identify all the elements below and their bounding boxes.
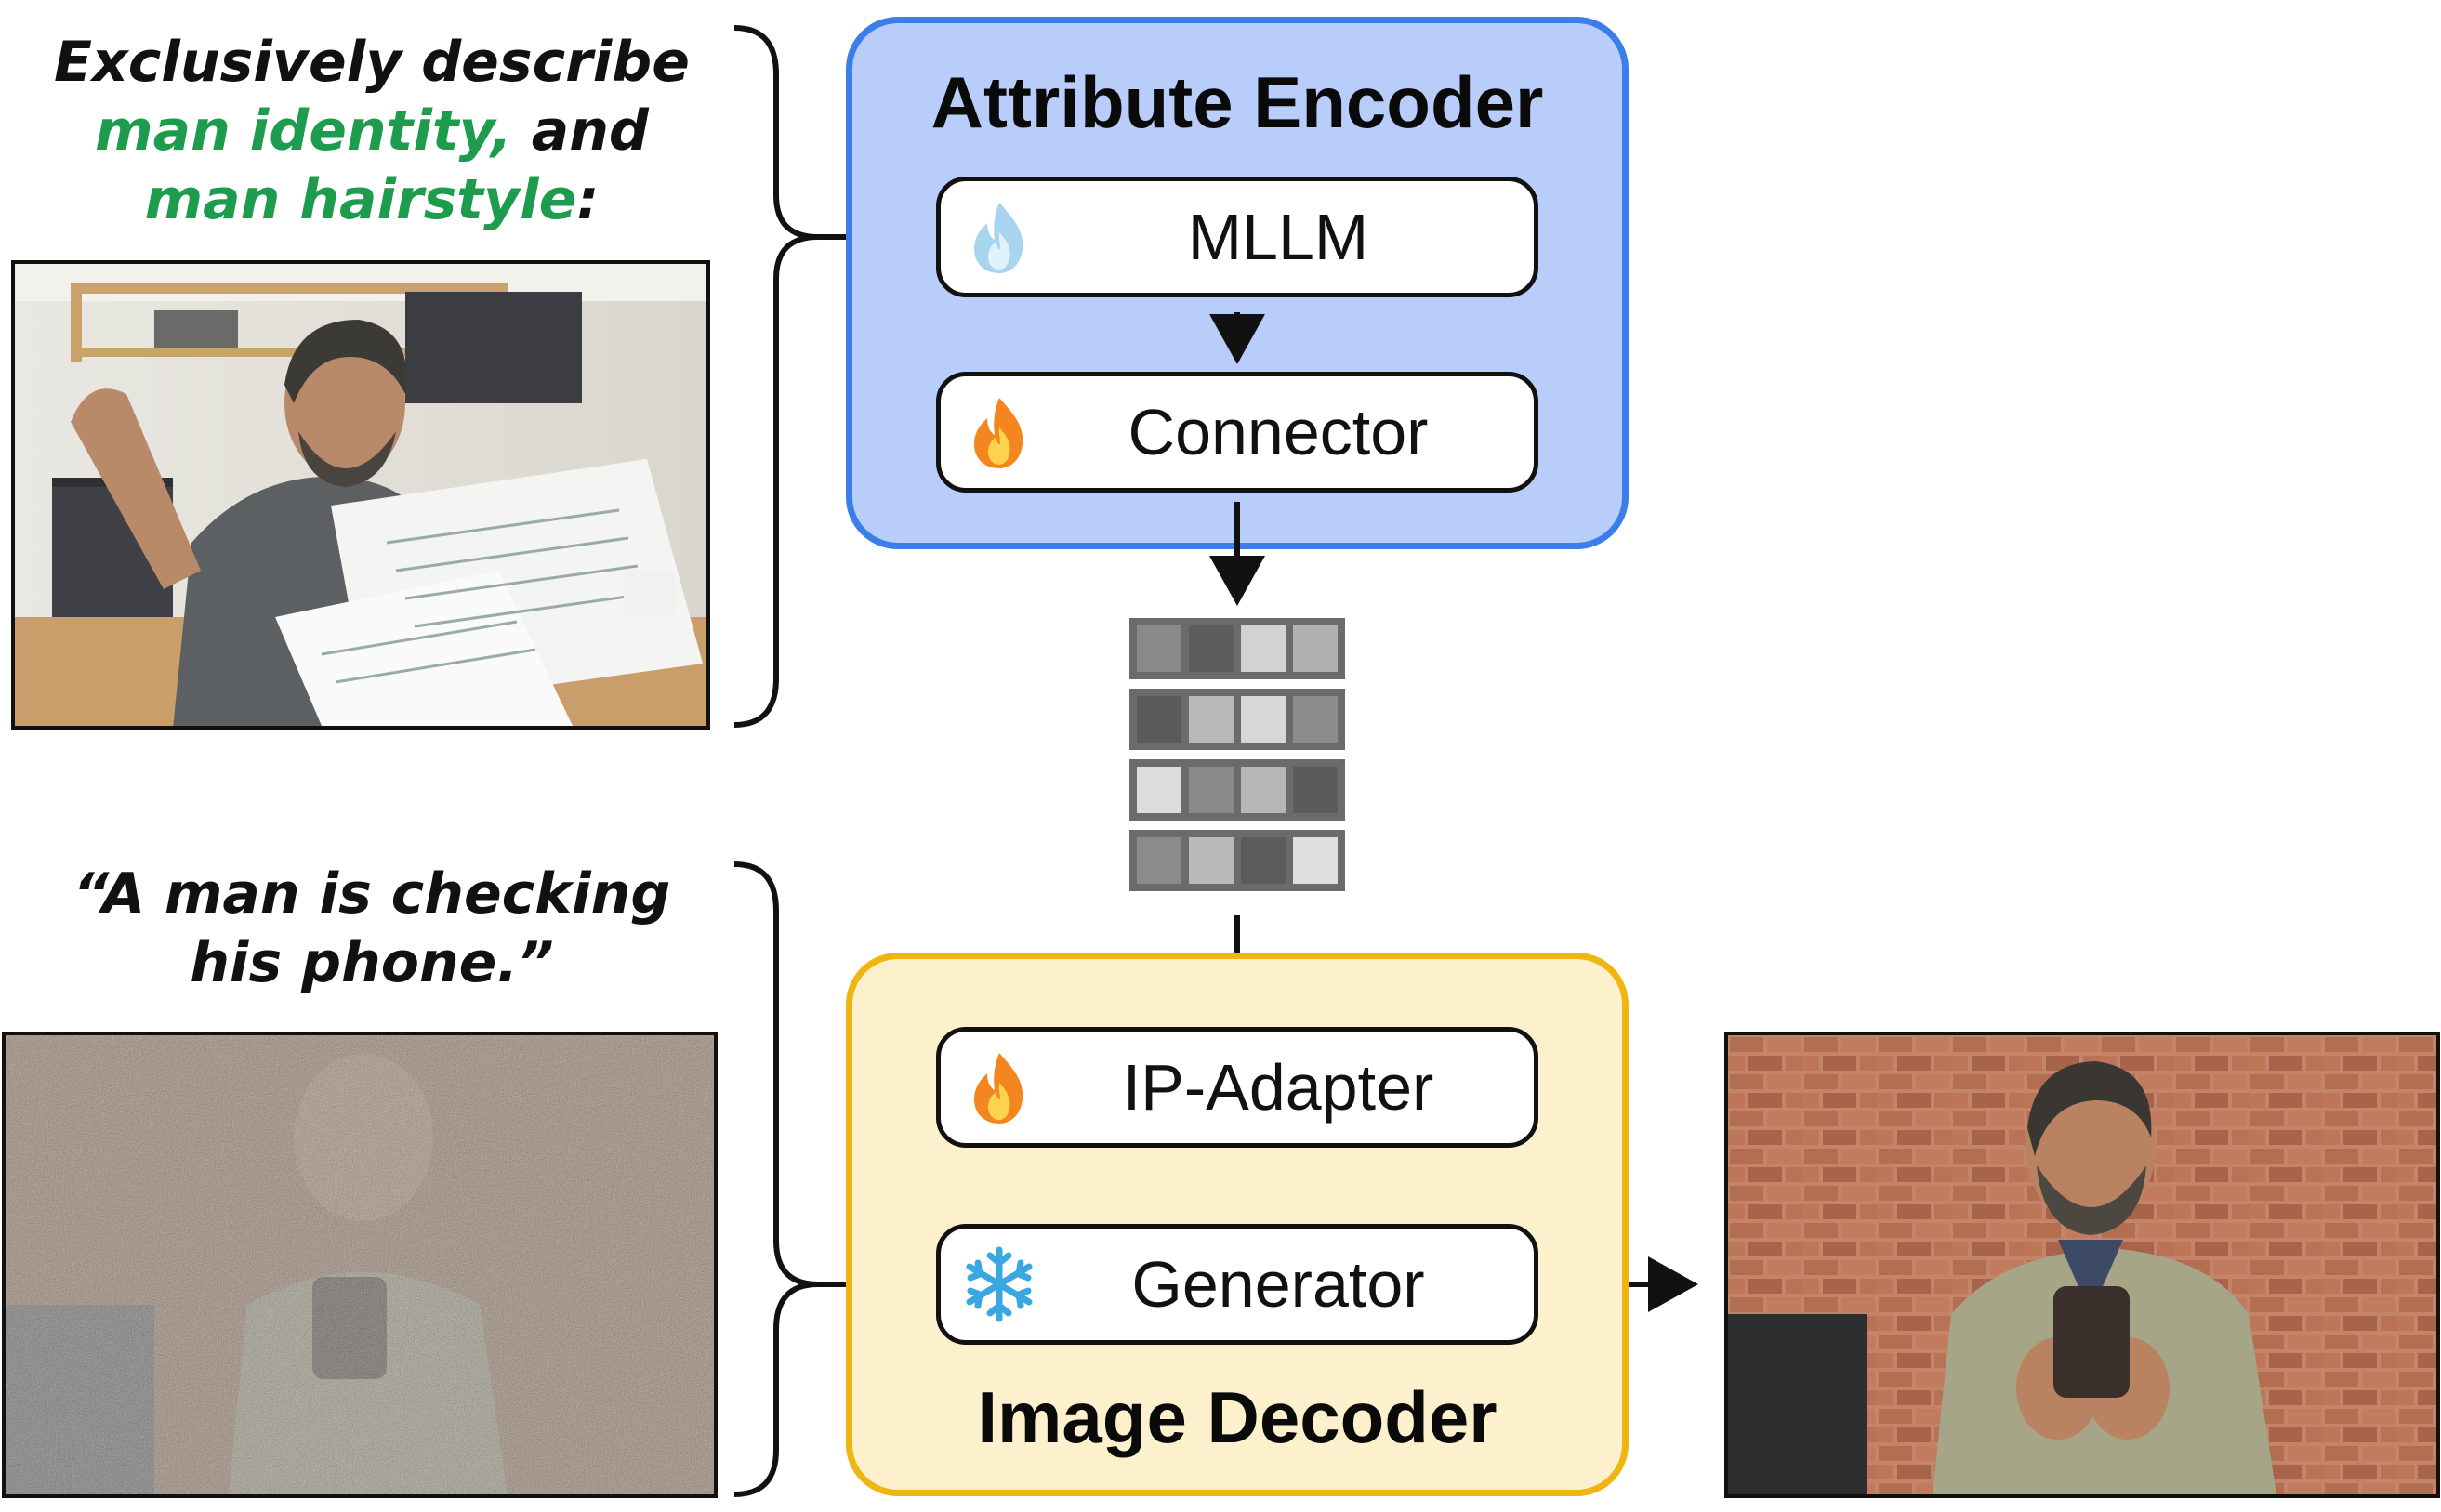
caption-line2: his phone.” — [190, 930, 554, 995]
ip-adapter-label: IP-Adapter — [1122, 1051, 1434, 1124]
connector-label: Connector — [1128, 396, 1429, 468]
generator-label: Generator — [1131, 1248, 1425, 1321]
prompt-and: and — [511, 99, 649, 164]
snowflake-icon — [966, 1246, 1033, 1322]
frozen-fire-icon — [974, 203, 1023, 273]
bottom-prompt: “A man is checking his phone.” — [28, 860, 716, 997]
reference-image — [11, 260, 710, 730]
fire-icon — [974, 1053, 1023, 1124]
prompt-line1: Exclusively describe — [54, 30, 690, 95]
top-prompt: Exclusively describe man identity, and m… — [19, 28, 725, 234]
connector-module: Connector — [936, 372, 1538, 493]
noisy-input-image — [2, 1032, 718, 1498]
ip-adapter-module: IP-Adapter — [936, 1027, 1538, 1148]
fire-icon — [974, 398, 1023, 468]
generator-module: Generator — [936, 1224, 1538, 1345]
output-image — [1724, 1032, 2440, 1498]
prompt-colon: : — [576, 167, 600, 232]
token-grid — [1129, 618, 1345, 891]
mllm-module: MLLM — [936, 177, 1538, 297]
mllm-label: MLLM — [1187, 201, 1369, 273]
prompt-attr-identity: man identity, — [95, 99, 512, 164]
prompt-attr-hairstyle: man hairstyle — [144, 167, 577, 232]
image-decoder-title: Image Decoder — [977, 1376, 1498, 1458]
attribute-encoder-title: Attribute Encoder — [930, 61, 1544, 143]
caption-line1: “A man is checking — [73, 861, 671, 927]
